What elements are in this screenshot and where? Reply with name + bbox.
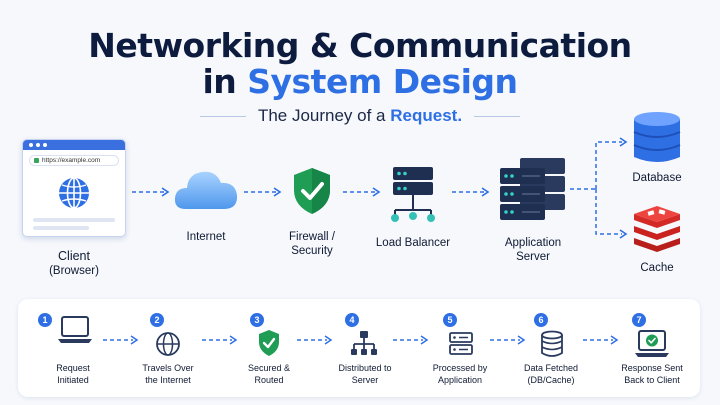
step-label-line-1: Secured & (247, 363, 291, 373)
client-label: Client (58, 249, 90, 263)
subtitle-row: The Journey of a Request. (0, 106, 720, 126)
step-number-badge: 5 (443, 313, 457, 327)
step-label-line-2: (DB/Cache) (527, 375, 575, 385)
window-dot (43, 143, 47, 147)
placeholder-line (33, 226, 89, 230)
database-outline-icon (541, 330, 563, 357)
laptop-check-icon (635, 330, 669, 357)
arrow-right-icon (297, 335, 333, 345)
firewall-label-line-2: Security (291, 245, 333, 257)
title-prefix: in (202, 62, 248, 101)
step-label-line-2: the Internet (145, 375, 191, 385)
load-balancer-label: Load Balancer (375, 237, 451, 249)
step-label-line-2: Application (437, 375, 483, 385)
cache-stack-icon (634, 206, 680, 252)
client-browser-window: https://example.com (22, 139, 126, 237)
step-label-line-1: Response Sent (621, 363, 683, 373)
server-icon (449, 332, 473, 355)
step-number-badge: 3 (250, 313, 264, 327)
server-rack-icon (500, 158, 565, 220)
window-dot (36, 143, 40, 147)
browser-url-text: https://example.com (42, 157, 101, 164)
arrow-right-icon (583, 335, 619, 345)
subtitle: The Journey of a Request. (258, 106, 462, 126)
step-label-line-1: Travels Over (142, 363, 194, 373)
step-label-line-2: Routed (254, 375, 284, 385)
shield-check-icon (294, 168, 330, 214)
title-accent: System Design (247, 62, 518, 101)
arrow-right-icon (132, 187, 170, 197)
subtitle-accent: Request. (390, 106, 463, 125)
arrow-right-icon (202, 335, 238, 345)
database-icon (633, 112, 681, 162)
firewall-label-line-1: Firewall / (288, 231, 335, 243)
database-label: Database (632, 172, 682, 184)
arrow-right-icon (103, 335, 139, 345)
step-label-line-2: Server (351, 375, 379, 385)
step-number-badge: 6 (534, 313, 548, 327)
subtitle-divider-left (199, 115, 246, 117)
arrow-right-icon (343, 187, 381, 197)
arrow-right-icon (452, 187, 490, 197)
globe-outline-icon (156, 332, 180, 356)
step-label-line-2: Back to Client (624, 375, 680, 385)
app-server-label-line-1: Application (504, 237, 562, 249)
page-title-line-2: in System Design (0, 62, 720, 101)
step-label-line-1: Data Fetched (523, 363, 579, 373)
step-label-line-1: Processed by (432, 363, 488, 373)
step-label-line-1: Request (56, 363, 90, 373)
placeholder-line (33, 218, 115, 222)
browser-titlebar (23, 140, 125, 150)
arrow-right-icon (244, 187, 282, 197)
step-number-badge: 2 (150, 313, 164, 327)
load-balancer-icon (391, 167, 435, 222)
window-dot (29, 143, 33, 147)
cache-label: Cache (640, 262, 674, 274)
shield-check-icon (259, 330, 279, 356)
internet-label: Internet (186, 231, 226, 243)
cloud-icon (174, 171, 238, 209)
browser-url-bar: https://example.com (29, 155, 119, 166)
arrow-right-icon (393, 335, 429, 345)
branch-arrows (570, 137, 628, 239)
step-label-line-2: Initiated (57, 375, 89, 385)
page-title-line-1: Networking & Communication (88, 26, 632, 65)
app-server-label-line-2: Server (516, 251, 550, 263)
step-number-badge: 7 (632, 313, 646, 327)
lock-icon (34, 158, 39, 163)
subtitle-divider-right (474, 115, 521, 117)
laptop-icon (58, 316, 92, 343)
step-label-line-1: Distributed to (338, 363, 392, 373)
subtitle-prefix: The Journey of a (257, 106, 391, 125)
step-number-badge: 1 (38, 313, 52, 327)
steps-panel (18, 299, 700, 397)
arrow-right-icon (490, 335, 526, 345)
client-sublabel: (Browser) (49, 265, 99, 277)
step-number-badge: 4 (345, 313, 359, 327)
globe-icon (59, 177, 89, 209)
network-tree-icon (351, 331, 377, 355)
